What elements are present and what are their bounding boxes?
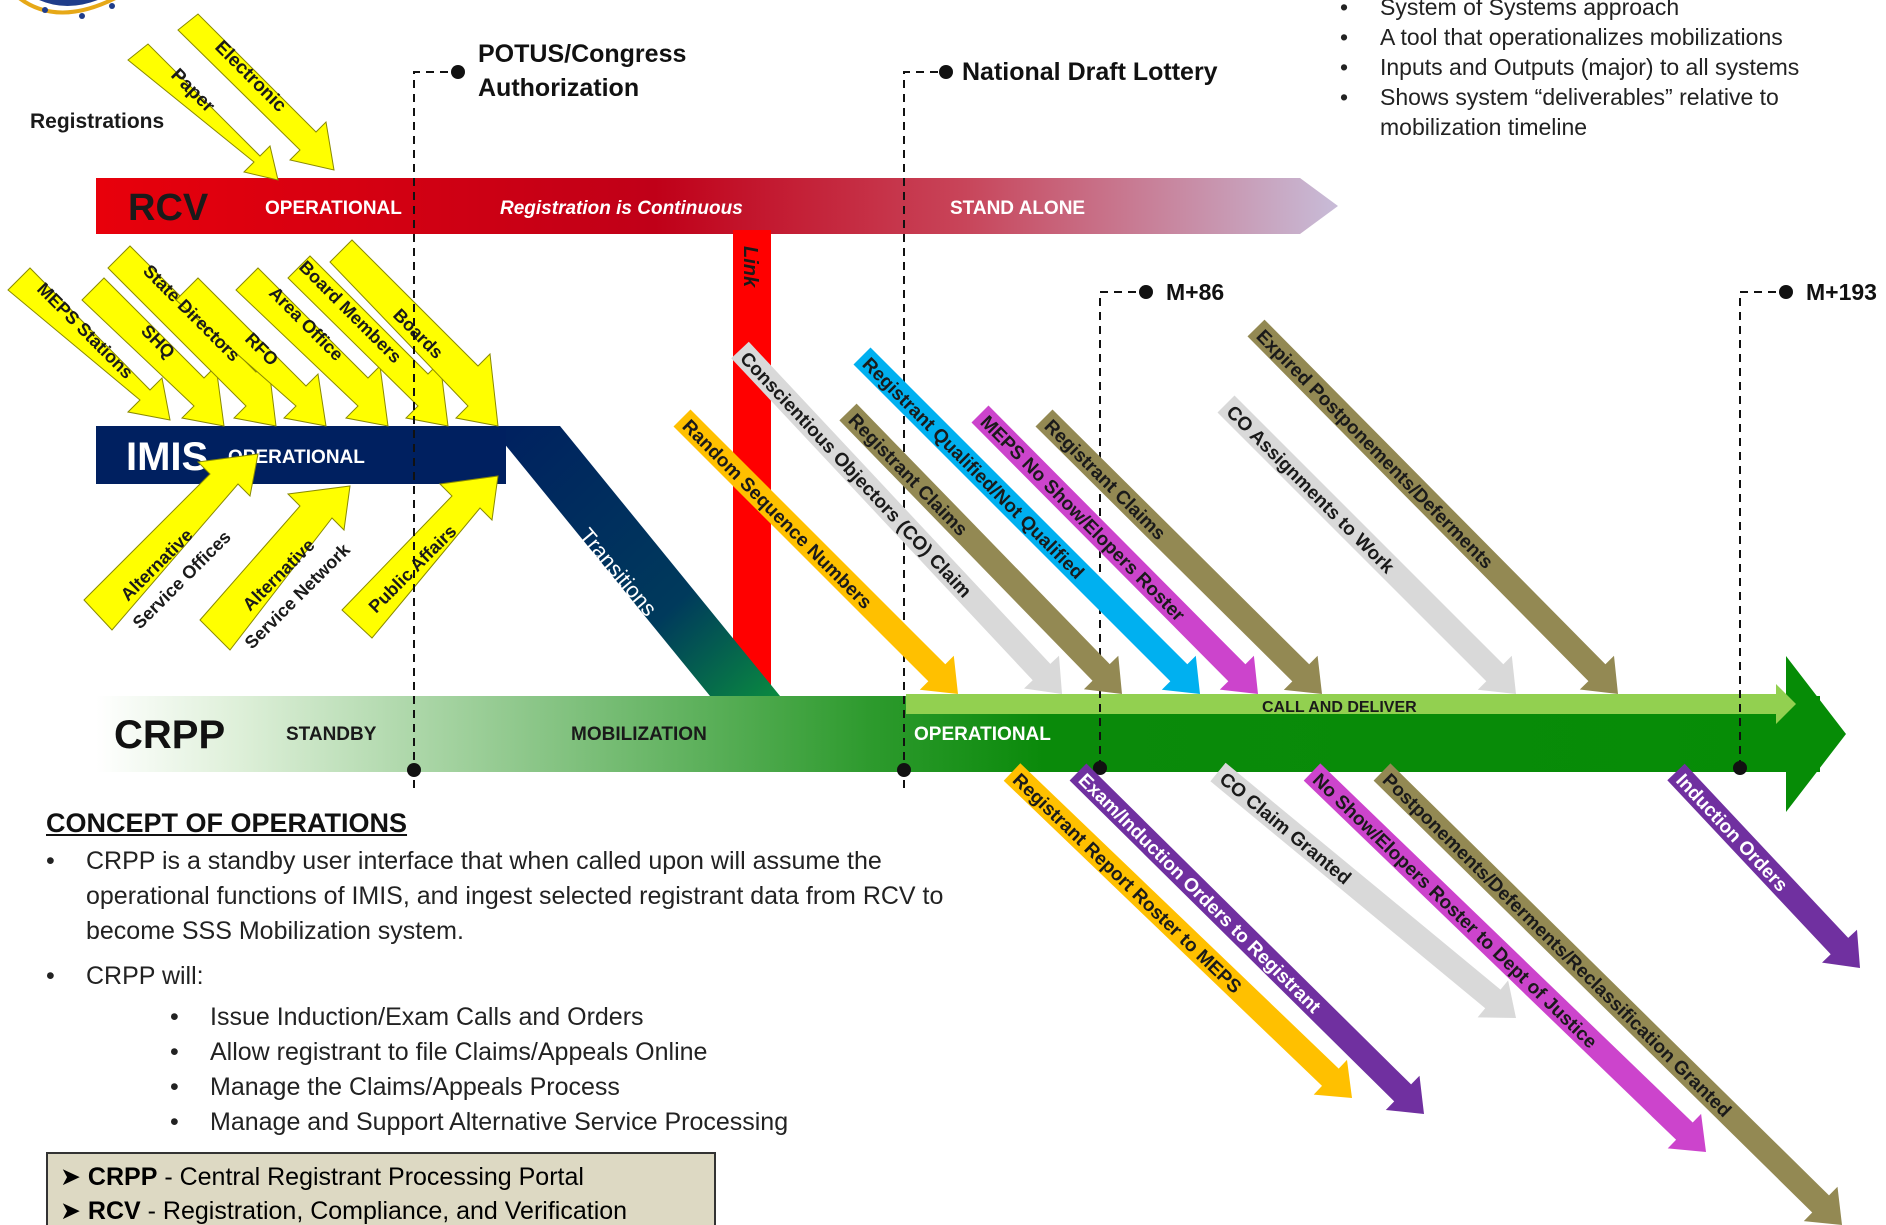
crpp-input-arrow [1035,409,1322,694]
input-arrow [83,453,259,631]
capability-item: Allow registrant to file Claims/Appeals … [170,1035,970,1070]
input-arrow [107,245,277,427]
input-arrow [199,485,351,651]
call-and-deliver-arrow [906,684,1796,724]
top-bullet: Inputs and Outputs (major) to all system… [1340,52,1880,82]
electronic-arrow [177,13,335,171]
legend-row: ➤ RCV - Registration, Compliance, and Ve… [60,1197,628,1225]
crpp-label: CRPP [114,713,225,757]
crpp-output-arrow [1069,763,1424,1114]
crpp-output-arrow [1373,763,1842,1225]
crpp-input-arrow [1217,395,1516,694]
top-bullet: A tool that operationalizes mobilization… [1340,22,1880,52]
milestone-dot [1139,285,1153,299]
crpp-input-arrow [1247,319,1618,694]
rcv-bar [96,178,1338,234]
link-label: Link [739,246,761,288]
legend-abbr: CRPP [87,1163,158,1191]
top-bullet-list: System of Systems approach A tool that o… [1340,0,1880,142]
potus-label: POTUS/Congress [478,40,686,68]
crpp-outputs: Registrant Report Roster to MEPSExam/Ind… [1003,762,1860,1225]
sss-seal-logo [18,0,116,19]
crpp-operational: OPERATIONAL [914,724,1051,745]
call-and-deliver-label: CALL AND DELIVER [1262,699,1417,716]
crpp-output-arrow [1303,763,1706,1152]
rcv-stand-alone: STAND ALONE [950,198,1085,219]
input-arrow [7,267,171,421]
legend-row: ➤ CRPP - Central Registrant Processing P… [60,1163,584,1191]
concept-paragraph: CRPP is a standby user interface that wh… [46,844,946,949]
input-arrow [341,475,499,639]
acronym-legend: ➤ CRPP - Central Registrant Processing P… [46,1152,716,1225]
m193-label: M+193 [1806,279,1877,305]
crpp-output-label: Exam/Induction Orders to Registrant [1074,770,1325,1018]
concept-heading: CONCEPT OF OPERATIONS [46,808,408,838]
milestone-dot [1093,761,1107,775]
crpp-arrow-head [1786,656,1846,812]
milestone-dot [407,763,421,777]
capability-item: Issue Induction/Exam Calls and Orders [170,1000,970,1035]
rcv-continuous: Registration is Continuous [500,198,743,219]
crpp-output-arrow [1667,763,1860,968]
capability-item: Manage the Claims/Appeals Process [170,1070,970,1105]
crpp-input-arrow [731,341,1062,694]
imis-top-inputs: MEPS Stations SHQ State Directors RFO Ar… [7,239,499,427]
lottery-label: National Draft Lottery [962,58,1218,86]
crpp-input-arrow [853,347,1200,694]
capability-item: Manage and Support Alternative Service P… [170,1105,970,1140]
crpp-input-arrow [673,409,958,694]
m86-label: M+86 [1166,279,1224,305]
crpp-mobilization: MOBILIZATION [571,724,707,745]
crpp-output-arrow [1210,762,1516,1018]
input-arrow [81,277,225,427]
milestone-dot [897,763,911,777]
input-arrow [175,277,327,427]
registration-input-label: Electronic [210,37,290,117]
rcv-label: RCV [128,187,209,229]
milestone-dot [451,65,465,79]
milestones: POTUS/Congress Authorization National Dr… [407,40,1877,788]
crpp-output-label: No Show/Elopers Roster to Dept of Justic… [1308,770,1601,1053]
registrations-label: Registrations [30,110,164,133]
crpp-capabilities-list: Issue Induction/Exam Calls and Orders Al… [170,1000,970,1140]
imis-operational: OPERATIONAL [228,447,365,468]
potus-label: Authorization [478,74,639,102]
rcv-operational: OPERATIONAL [265,198,402,219]
milestone-dot [1779,285,1793,299]
concept-list: CRPP is a standby user interface that wh… [46,844,946,1004]
crpp-input-label: Conscientious Objectors (CO) Claim [735,348,975,602]
input-arrow [235,267,389,427]
top-bullet: Shows system “deliverables” relative to … [1340,82,1880,142]
crpp-input-arrow [839,403,1122,694]
legend-desc: - Central Registrant Processing Portal [157,1163,584,1191]
imis-bar [96,426,506,484]
crpp-standby: STANDBY [286,724,377,745]
paper-arrow [127,43,279,181]
crpp-output-label: Induction Orders [1671,770,1791,896]
legend-desc: - Registration, Compliance, and Verifica… [140,1197,628,1225]
input-arrow [287,255,449,427]
milestone-dot [1733,761,1747,775]
legend-abbr: RCV [87,1197,141,1225]
top-bullet: System of Systems approach [1340,0,1880,22]
transitions-band [490,426,780,696]
crpp-output-arrow [1003,763,1352,1098]
imis-label: IMIS [126,435,208,479]
concept-paragraph: CRPP will: [46,959,946,994]
milestone-dot [939,65,953,79]
crpp-input-arrow [971,405,1258,694]
registration-inputs: Paper Electronic Registrations [30,13,335,181]
imis-input-label: Public Affairs [365,521,461,617]
